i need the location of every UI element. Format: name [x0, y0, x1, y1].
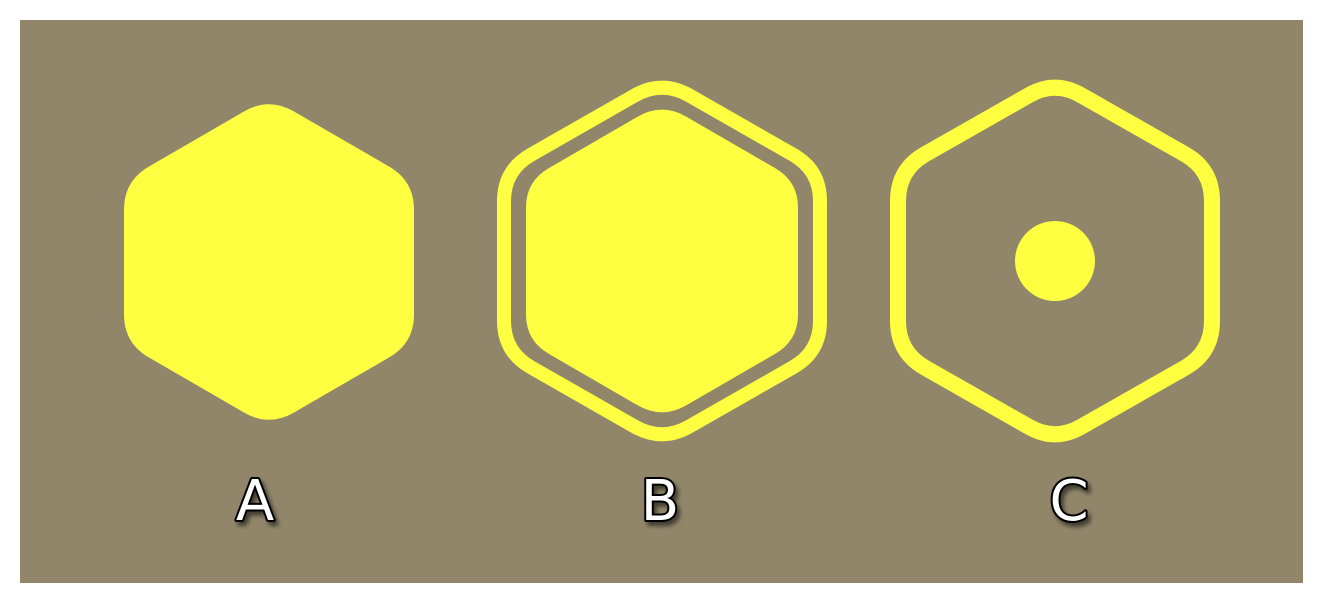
- label-a: A: [236, 469, 274, 534]
- label-c: C: [1049, 469, 1088, 534]
- shape-c: C: [890, 79, 1220, 536]
- center-dot: [1015, 221, 1095, 301]
- hexagon-c-outline: [890, 79, 1220, 443]
- hexagon-b-fill: [526, 109, 798, 413]
- shape-a: A: [124, 104, 414, 536]
- hexagon-b-outer-ring: [497, 80, 827, 442]
- label-b: B: [641, 469, 679, 534]
- shape-b: B: [497, 80, 827, 536]
- hexagon-a-fill: [124, 104, 414, 420]
